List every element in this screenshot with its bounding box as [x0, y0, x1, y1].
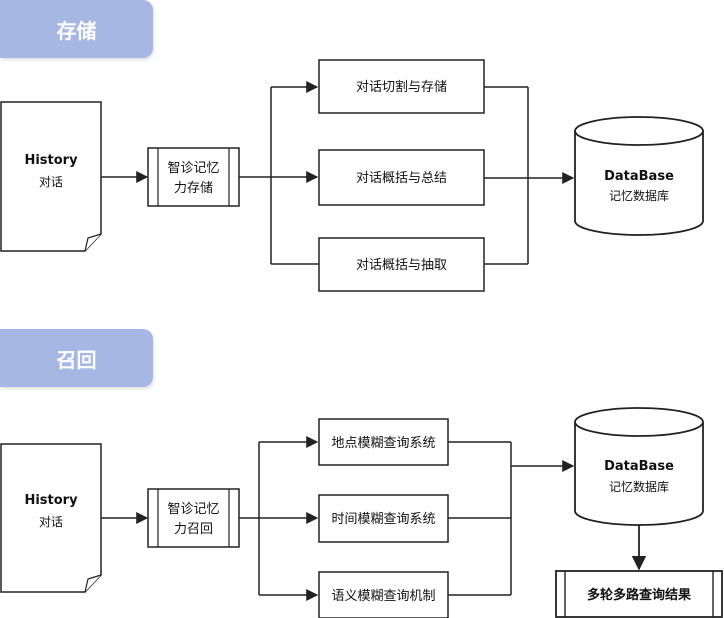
recall-db-sub: 记忆数据库: [609, 479, 669, 494]
recall-process-box: 智诊记忆 力召回: [147, 488, 240, 548]
storage-branch-box-1: 对话切割与存储: [318, 59, 485, 114]
recall-process-line1: 智诊记忆: [167, 501, 219, 517]
storage-history-sub: 对话: [39, 175, 63, 189]
storage-flow: History 对话 智诊记忆 力存储 对话切割与存储: [0, 59, 704, 292]
section-tag-storage: 存储: [0, 0, 153, 58]
storage-process-box: 智诊记忆 力存储: [147, 147, 240, 207]
recall-database-cylinder: DataBase 记忆数据库: [574, 407, 704, 526]
recall-branch-label-1: 地点模糊查询系统: [331, 435, 435, 451]
recall-branch-label-2: 时间模糊查询系统: [331, 511, 435, 527]
recall-branch-label-3: 语义模糊查询机制: [331, 588, 435, 604]
recall-result-label: 多轮多路查询结果: [587, 587, 691, 603]
recall-branch-box-2: 时间模糊查询系统: [318, 494, 449, 543]
section-title-recall: 召回: [56, 347, 97, 372]
storage-history-title: History: [24, 153, 78, 168]
storage-branch-label-3: 对话概括与抽取: [356, 258, 447, 273]
section-title-storage: 存储: [56, 18, 97, 43]
storage-history-document: History 对话: [0, 101, 102, 252]
recall-result-box: 多轮多路查询结果: [555, 570, 723, 618]
recall-branch-box-3: 语义模糊查询机制: [318, 571, 449, 618]
recall-history-sub: 对话: [39, 515, 63, 529]
recall-history-document: History 对话: [0, 443, 102, 593]
storage-process-line1: 智诊记忆: [167, 160, 219, 176]
storage-db-title: DataBase: [604, 169, 674, 184]
recall-db-title: DataBase: [604, 459, 674, 474]
storage-branch-box-3: 对话概括与抽取: [318, 237, 485, 292]
section-tag-recall: 召回: [0, 329, 153, 387]
storage-db-sub: 记忆数据库: [609, 188, 669, 203]
storage-process-line2: 力存储: [174, 181, 213, 196]
recall-flow: History 对话 智诊记忆 力召回 地点模糊查询系统: [0, 407, 723, 618]
recall-history-title: History: [24, 493, 78, 508]
storage-database-cylinder: DataBase 记忆数据库: [574, 116, 704, 236]
storage-branch-label-2: 对话概括与总结: [356, 171, 447, 186]
recall-process-line2: 力召回: [174, 522, 213, 537]
recall-branch-box-1: 地点模糊查询系统: [318, 418, 449, 466]
storage-branch-label-1: 对话切割与存储: [356, 79, 447, 95]
storage-branch-box-2: 对话概括与总结: [318, 149, 485, 206]
